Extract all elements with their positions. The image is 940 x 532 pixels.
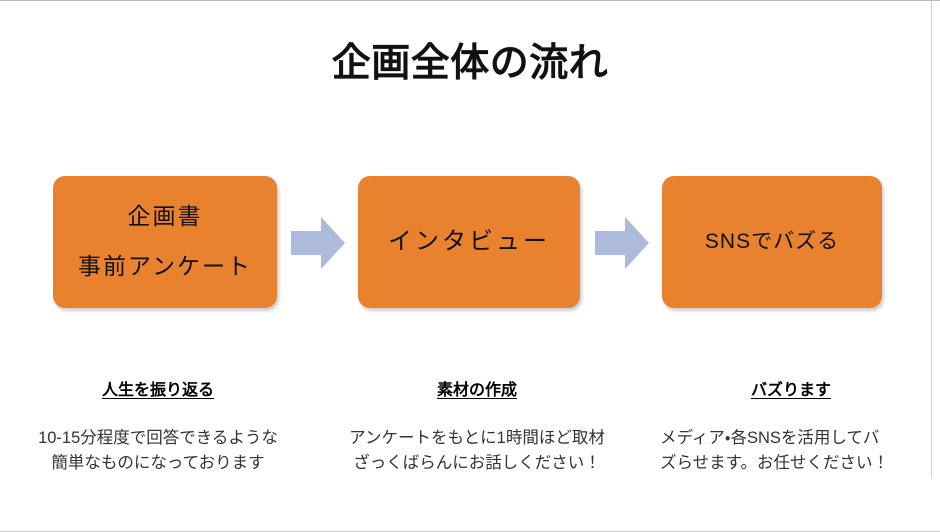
flow-step-2-line-1: インタビュー <box>388 227 550 255</box>
caption-3-heading: バズります <box>750 382 831 399</box>
caption-3-body: メディア・各SNSを活用してバ ズらせます。お任せください！ <box>660 426 922 477</box>
caption-block-3: バズります メディア・各SNSを活用してバ ズらせます。お任せください！ <box>660 381 922 477</box>
flow-step-1-line-2: 事前アンケート <box>77 253 253 279</box>
flow-step-box-3[interactable]: SNSでバズる <box>662 176 882 308</box>
flow-step-box-2[interactable]: インタビュー <box>358 176 580 308</box>
flow-step-3-line-1: SNSでバズる <box>704 230 840 254</box>
caption-block-2: 素材の作成 アンケートをもとに1時間ほど取材 ざっくばらんにお話しください！ <box>332 381 622 477</box>
caption-2-body-line-1: アンケートをもとに1時間ほど取材 <box>349 428 605 447</box>
caption-2-heading: 素材の作成 <box>436 382 517 399</box>
caption-3-body-line-2: ズらせます。お任せください！ <box>660 454 890 473</box>
page-title: 企画全体の流れ <box>331 42 609 85</box>
caption-3-body-line-1: メディア・各SNSを活用してバ <box>660 428 880 447</box>
flow-step-box-1[interactable]: 企画書 事前アンケート <box>53 176 277 308</box>
caption-block-1: 人生を振り返る 10-15分程度で回答できるような 簡単なものになっております <box>22 381 294 477</box>
caption-1-heading: 人生を振り返る <box>101 382 214 399</box>
caption-1-body: 10-15分程度で回答できるような 簡単なものになっております <box>22 426 294 477</box>
caption-2-body: アンケートをもとに1時間ほど取材 ざっくばらんにお話しください！ <box>332 426 622 477</box>
caption-2-body-line-2: ざっくばらんにお話しください！ <box>353 454 601 473</box>
right-arrow-icon-1 <box>291 215 345 271</box>
right-edge-rule <box>931 1 932 479</box>
right-arrow-icon-2 <box>595 215 649 271</box>
flow-step-1-line-1: 企画書 <box>127 203 203 230</box>
caption-1-body-line-1: 10-15分程度で回答できるような <box>38 428 278 447</box>
caption-1-body-line-2: 簡単なものになっております <box>51 454 265 473</box>
